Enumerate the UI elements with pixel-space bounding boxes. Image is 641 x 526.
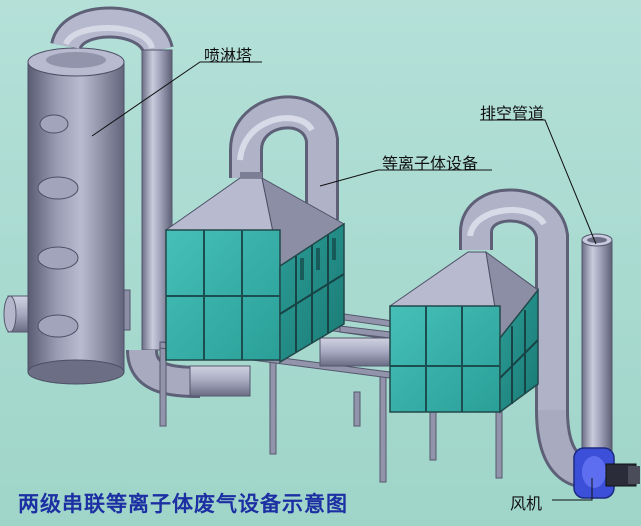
label-fan: 风机: [510, 494, 543, 513]
tower-outlet-pipe: [50, 6, 251, 398]
label-spray-tower: 喷淋塔: [204, 46, 253, 65]
plasma-unit-2: [388, 188, 569, 414]
label-plasma-unit: 等离子体设备: [382, 154, 479, 173]
fan-unit: [573, 447, 640, 499]
exhaust-pipe: [535, 233, 613, 489]
label-exhaust-pipe: 排空管道: [480, 104, 545, 123]
diagram-caption: 两级串联等离子体废气设备示意图: [18, 491, 348, 516]
plasma-unit-1: [164, 95, 345, 364]
spray-tower: [3, 47, 131, 385]
leader-lines: [91, 61, 597, 501]
